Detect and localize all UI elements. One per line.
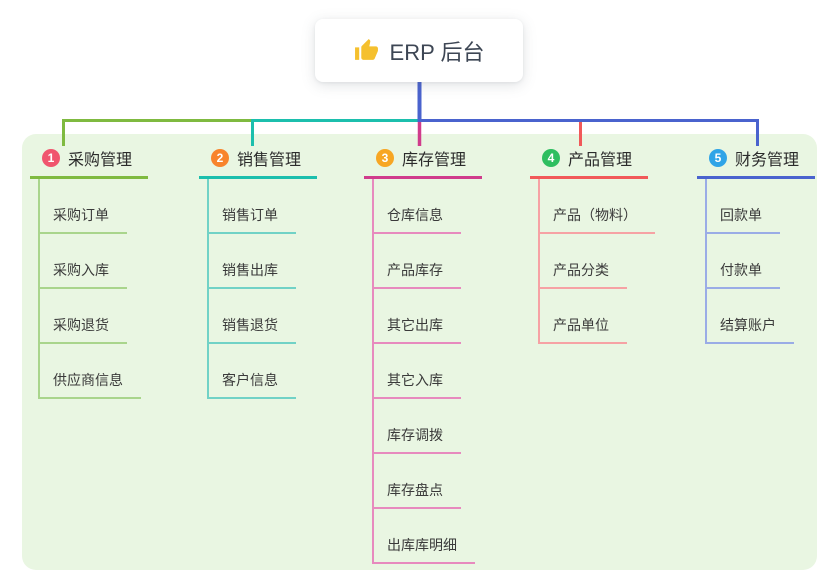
branch-vertical-line — [38, 179, 40, 399]
branch-items: 销售订单销售出库销售退货客户信息 — [207, 179, 317, 399]
branch-heading[interactable]: 1 采购管理 — [30, 146, 149, 179]
mindmap-node[interactable]: 销售订单 — [207, 179, 317, 234]
mindmap-node-label: 其它入库 — [372, 370, 461, 399]
mindmap-node-label: 付款单 — [705, 260, 780, 289]
mindmap-node[interactable]: 回款单 — [705, 179, 815, 234]
mindmap-node-label: 采购入库 — [38, 260, 127, 289]
mindmap-node[interactable]: 其它出库 — [372, 289, 482, 344]
mindmap-node[interactable]: 销售退货 — [207, 289, 317, 344]
branch-number-badge: 3 — [376, 149, 394, 167]
mindmap-node-label: 采购订单 — [38, 205, 127, 234]
branch-vertical-line — [705, 179, 707, 344]
branch-label: 库存管理 — [402, 152, 467, 169]
mindmap-node[interactable]: 结算账户 — [705, 289, 815, 344]
mindmap-node-label: 其它出库 — [372, 315, 461, 344]
mindmap-node-label: 结算账户 — [705, 315, 794, 344]
branch-items: 回款单付款单结算账户 — [705, 179, 815, 344]
branch-vertical-line — [207, 179, 209, 399]
mindmap-node-label: 产品分类 — [538, 260, 627, 289]
branch-vertical-line — [538, 179, 540, 344]
mindmap-node[interactable]: 产品（物料） — [538, 179, 655, 234]
mindmap-node[interactable]: 付款单 — [705, 234, 815, 289]
mindmap-node-label: 产品单位 — [538, 315, 627, 344]
mindmap-node[interactable]: 产品分类 — [538, 234, 655, 289]
mindmap-node-label: 出库库明细 — [372, 535, 475, 564]
branch-4: 4 产品管理产品（物料） 产品分类产品单位 — [530, 146, 655, 344]
mindmap-node[interactable]: 采购退货 — [38, 289, 148, 344]
branch-label: 财务管理 — [735, 152, 800, 169]
mindmap-node-label: 供应商信息 — [38, 370, 141, 399]
mindmap-node-label: 客户信息 — [207, 370, 296, 399]
branch-heading[interactable]: 3 库存管理 — [364, 146, 483, 179]
mindmap-node[interactable]: 采购订单 — [38, 179, 148, 234]
mindmap-node[interactable]: 其它入库 — [372, 344, 482, 399]
branch-number-badge: 4 — [542, 149, 560, 167]
mindmap-node[interactable]: 出库库明细 — [372, 509, 482, 564]
branch-3: 3 库存管理仓库信息产品库存其它出库其它入库库存调拨库存盘点出库库明细 — [364, 146, 483, 564]
branch-heading[interactable]: 5 财务管理 — [697, 146, 816, 179]
mindmap-node-label: 回款单 — [705, 205, 780, 234]
mindmap-node[interactable]: 客户信息 — [207, 344, 317, 399]
root-node[interactable]: ERP 后台 — [315, 19, 523, 82]
mindmap-node-label: 库存盘点 — [372, 480, 461, 509]
branch-label: 销售管理 — [237, 152, 302, 169]
mindmap-node[interactable]: 产品单位 — [538, 289, 655, 344]
mindmap-node[interactable]: 供应商信息 — [38, 344, 148, 399]
branch-2: 2 销售管理销售订单销售出库销售退货客户信息 — [199, 146, 318, 399]
mindmap-node[interactable]: 库存盘点 — [372, 454, 482, 509]
branch-items: 采购订单采购入库采购退货供应商信息 — [38, 179, 148, 399]
mindmap-node-label: 产品库存 — [372, 260, 461, 289]
mindmap-node[interactable]: 库存调拨 — [372, 399, 482, 454]
branch-heading[interactable]: 2 销售管理 — [199, 146, 318, 179]
root-title: ERP 后台 — [389, 39, 485, 65]
mindmap-node-label: 销售出库 — [207, 260, 296, 289]
branch-number-badge: 2 — [211, 149, 229, 167]
mindmap-node-label: 仓库信息 — [372, 205, 461, 234]
mindmap-node[interactable]: 产品库存 — [372, 234, 482, 289]
branch-5: 5 财务管理回款单付款单结算账户 — [697, 146, 816, 344]
branch-heading[interactable]: 4 产品管理 — [530, 146, 649, 179]
mindmap-node[interactable]: 仓库信息 — [372, 179, 482, 234]
mindmap-node-label: 采购退货 — [38, 315, 127, 344]
mindmap-node-label: 销售订单 — [207, 205, 296, 234]
branch-number-badge: 1 — [42, 149, 60, 167]
branch-number-badge: 5 — [709, 149, 727, 167]
thumbs-up-icon — [354, 39, 378, 60]
branch-label: 产品管理 — [568, 152, 633, 169]
branch-items: 产品（物料） 产品分类产品单位 — [538, 179, 655, 344]
mindmap-node[interactable]: 采购入库 — [38, 234, 148, 289]
branches-panel — [22, 134, 817, 570]
branch-vertical-line — [372, 179, 374, 564]
mindmap-node-label: 产品（物料） — [538, 205, 655, 234]
mindmap-node-label: 销售退货 — [207, 315, 296, 344]
mindmap-node-label: 库存调拨 — [372, 425, 461, 454]
branch-1: 1 采购管理采购订单采购入库采购退货供应商信息 — [30, 146, 149, 399]
branch-items: 仓库信息产品库存其它出库其它入库库存调拨库存盘点出库库明细 — [372, 179, 482, 564]
mindmap-node[interactable]: 销售出库 — [207, 234, 317, 289]
branch-label: 采购管理 — [68, 152, 133, 169]
